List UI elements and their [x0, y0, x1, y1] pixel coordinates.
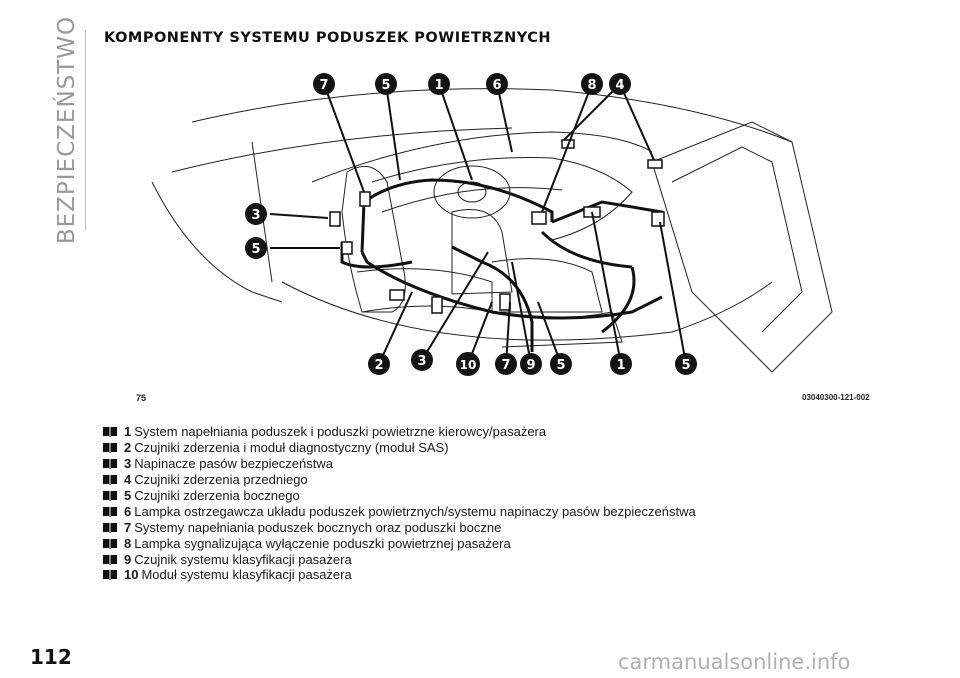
callout-marker: 1 — [610, 353, 632, 375]
callout-marker: 7 — [495, 353, 517, 375]
legend-item: 9 Czujnik systemu klasyfikacji pasażera — [102, 551, 696, 567]
callout-label: 4 — [615, 78, 624, 93]
callout-marker: 5 — [245, 237, 267, 259]
callout-marker: 6 — [486, 73, 508, 95]
callout-label: 9 — [526, 358, 535, 373]
callout-marker: 1 — [428, 73, 450, 95]
legend-item: 3 Napinacze pasów bezpieczeństwa — [102, 456, 696, 472]
callout-label: 3 — [251, 208, 260, 223]
legend-item: 1 System napełniania poduszek i poduszki… — [102, 424, 696, 440]
book-icon — [103, 522, 117, 533]
callout-label: 3 — [417, 354, 426, 369]
section-tab-label: BEZPIECZEŃSTWO — [54, 15, 80, 245]
figure-number: 75 — [136, 393, 147, 403]
book-icon — [103, 554, 117, 565]
legend-item: 5 Czujniki zderzenia bocznego — [102, 488, 696, 504]
book-icon — [103, 443, 117, 454]
callout-marker: 9 — [520, 353, 542, 375]
legend-number: 5 — [124, 488, 132, 503]
callout-label: 5 — [556, 358, 565, 373]
callout-label: 7 — [319, 78, 328, 93]
legend-number: 10 — [124, 567, 139, 583]
book-icon — [103, 491, 117, 501]
callout-label: 6 — [492, 78, 501, 93]
section-tab: BEZPIECZEŃSTWO — [52, 16, 86, 244]
callout-label: 8 — [587, 78, 596, 93]
section-tab-rule — [85, 30, 86, 230]
page-title: KOMPONENTY SYSTEMU PODUSZEK POWIETRZNYCH — [104, 30, 551, 46]
legend-number: 6 — [124, 503, 132, 519]
components — [329, 139, 665, 314]
legend-text: Napinacze pasów bezpieczeństwa — [134, 456, 333, 472]
legend-text: System napełniania poduszek i poduszki p… — [134, 424, 547, 440]
callout-marker: 4 — [609, 73, 631, 95]
callout-marker: 3 — [411, 349, 433, 371]
callout-marker: 8 — [581, 73, 603, 95]
book-icon — [103, 427, 117, 438]
callout-label: 5 — [251, 242, 260, 257]
book-icon — [103, 570, 117, 581]
callout-marker: 5 — [550, 353, 572, 375]
callout-label: 1 — [434, 78, 443, 93]
callout-label: 5 — [681, 358, 690, 373]
legend-text: Czujniki zderzenia i moduł diagnostyczny… — [134, 440, 449, 456]
figure-code: 03040300-121-002 — [802, 393, 870, 402]
legend-text: Czujniki zderzenia bocznego — [134, 488, 300, 503]
book-icon — [103, 538, 117, 549]
callout-marker: 5 — [375, 73, 397, 95]
legend-number: 7 — [124, 519, 132, 535]
callout-label: 1 — [616, 358, 625, 373]
legend-number: 4 — [124, 472, 132, 488]
page-number: 112 — [30, 645, 72, 669]
callouts-bottom: 2 3 10 7 9 5 1 5 — [368, 349, 697, 376]
callout-marker: 7 — [313, 73, 335, 95]
legend-item: 10 Moduł systemu klasyfikacji pasażera — [102, 567, 696, 583]
book-icon — [103, 475, 117, 486]
legend-number: 8 — [124, 535, 132, 551]
callouts-top: 7 5 1 6 8 4 — [313, 73, 631, 95]
legend-number: 2 — [124, 440, 132, 456]
legend-list: 1 System napełniania poduszek i poduszki… — [102, 424, 696, 583]
legend-item: 6 Lampka ostrzegawcza układu poduszek po… — [102, 503, 696, 519]
callout-marker: 10 — [456, 352, 480, 376]
airbag-components-diagram: 7 5 1 6 8 4 3 5 2 3 10 7 9 5 1 5 — [151, 73, 833, 376]
legend-text: Czujnik systemu klasyfikacji pasażera — [134, 551, 352, 567]
site-watermark: carmanualsonline.info — [618, 650, 851, 674]
legend-item: 8 Lampka sygnalizująca wyłączenie podusz… — [102, 535, 696, 551]
callout-label: 5 — [381, 78, 390, 93]
callouts-left: 3 5 — [245, 203, 267, 259]
legend-text: Systemy napełniania poduszek bocznych or… — [134, 519, 502, 535]
legend-text: Moduł systemu klasyfikacji pasażera — [141, 567, 352, 583]
legend-text: Lampka sygnalizująca wyłączenie poduszki… — [134, 535, 511, 551]
legend-number: 9 — [124, 551, 132, 567]
callout-label: 2 — [374, 358, 383, 373]
legend-item: 2 Czujniki zderzenia i moduł diagnostycz… — [102, 440, 696, 456]
callout-label: 10 — [460, 358, 477, 372]
legend-number: 3 — [124, 456, 132, 472]
book-icon — [103, 459, 117, 470]
legend-number: 1 — [124, 424, 132, 440]
legend-text: Czujniki zderzenia przedniego — [134, 472, 308, 488]
car-outline — [151, 88, 833, 373]
callout-label: 7 — [501, 358, 510, 373]
book-icon — [103, 506, 117, 517]
legend-item: 4 Czujniki zderzenia przedniego — [102, 472, 696, 488]
callout-marker: 2 — [368, 353, 390, 375]
callout-marker: 5 — [675, 353, 697, 375]
callout-marker: 3 — [245, 203, 267, 225]
legend-item: 7 Systemy napełniania poduszek bocznych … — [102, 519, 696, 535]
legend-text: Lampka ostrzegawcza układu poduszek powi… — [134, 503, 696, 519]
